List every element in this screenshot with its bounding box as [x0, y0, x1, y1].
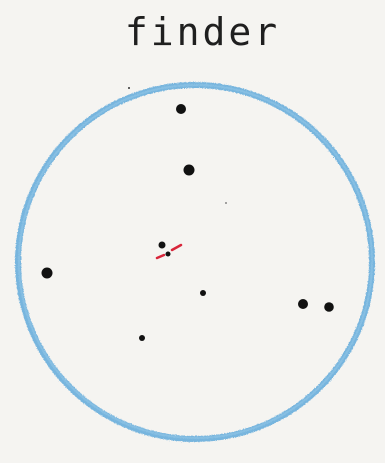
star-dot	[298, 299, 308, 309]
star-dot	[139, 335, 145, 341]
star-dot	[184, 165, 195, 176]
faint-star-dot	[128, 87, 130, 89]
star-dot	[324, 302, 334, 312]
star-dot	[166, 252, 171, 257]
finder-field-circle	[18, 85, 372, 439]
star-dot	[42, 268, 53, 279]
star-dot	[176, 104, 186, 114]
star-dot	[200, 290, 206, 296]
faint-star-dot	[225, 202, 227, 204]
star-dot	[159, 242, 166, 249]
